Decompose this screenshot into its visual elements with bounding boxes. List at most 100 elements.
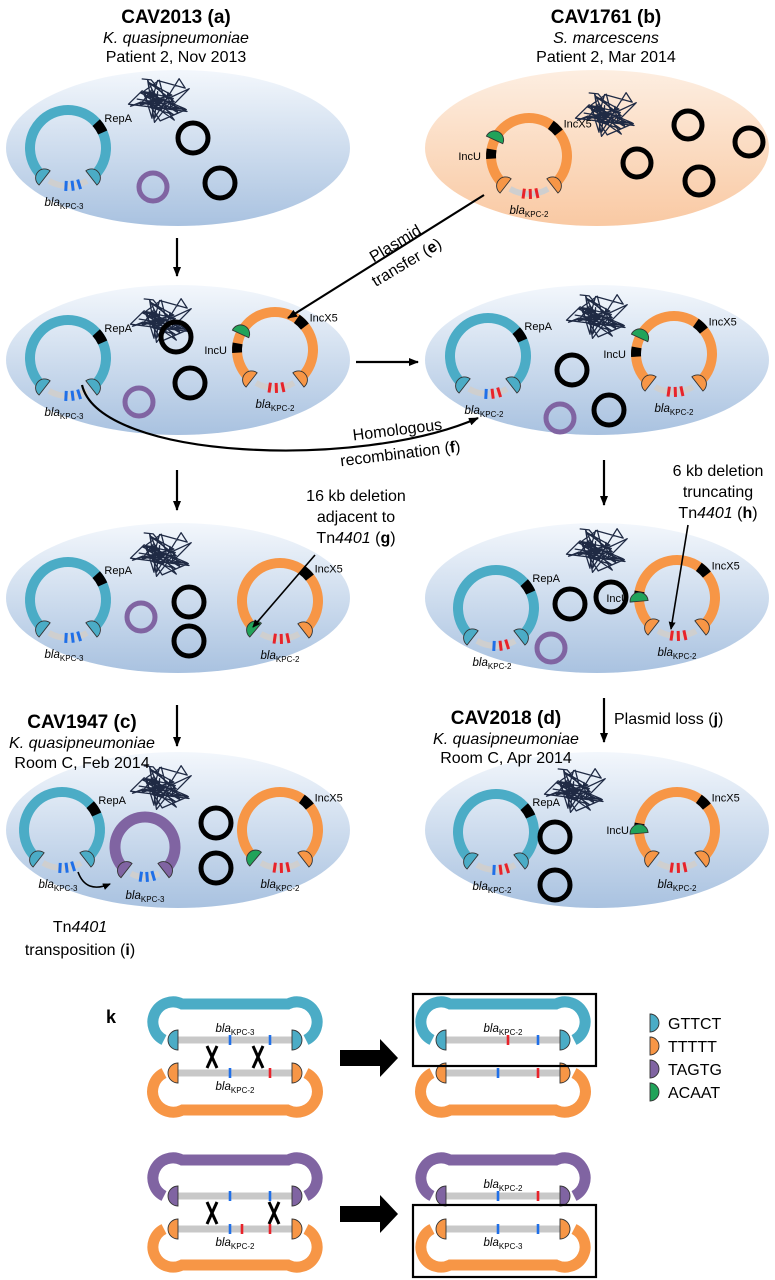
k-bla-kpc2-top-left: blaKPC-2 bbox=[167, 1062, 303, 1095]
k-purple-bottom-left bbox=[147, 1152, 323, 1201]
crossover bbox=[251, 1045, 265, 1069]
bla-label: blaKPC-2 bbox=[473, 881, 512, 895]
crossover bbox=[205, 1201, 219, 1225]
k-bla-kpc2-bottom-right: blaKPC-2 bbox=[435, 1179, 571, 1207]
ttttt-site bbox=[292, 370, 308, 388]
chromosome-row2-left bbox=[129, 298, 192, 344]
ttttt-site bbox=[691, 374, 707, 392]
bla-label: blaKPC-2 bbox=[658, 647, 697, 661]
k-purple-bottom-right bbox=[415, 1152, 591, 1201]
k-bla-kpc2-bottom-left: blaKPC-2 bbox=[167, 1218, 303, 1251]
legend-label: GTTCT bbox=[668, 1016, 722, 1033]
chromosome-b bbox=[574, 92, 637, 138]
site-cap bbox=[435, 1029, 447, 1051]
k-orange-bottom-right bbox=[415, 1224, 591, 1273]
event-h-line3: Tn4401 (h) bbox=[678, 505, 757, 522]
panel-b-title: CAV1761 (b) bbox=[551, 7, 662, 28]
chromosome-row3-left bbox=[129, 532, 192, 578]
bla-label: blaKPC-2 bbox=[465, 405, 504, 419]
small-plasmid bbox=[554, 352, 590, 388]
acaat-site bbox=[485, 130, 505, 145]
bla-label: blaKPC-2 bbox=[655, 403, 694, 417]
site-cap bbox=[167, 1062, 179, 1084]
event-i-label: Tn4401 transposition (i) bbox=[25, 919, 135, 959]
site-cap bbox=[291, 1218, 303, 1240]
small-plasmid bbox=[552, 586, 588, 622]
legend-item: GTTCT bbox=[649, 1013, 722, 1033]
repa-label: RepA bbox=[524, 321, 552, 333]
bla-label: blaKPC-3 bbox=[45, 649, 84, 663]
k-bla-kpc3-bottom-right: blaKPC-3 bbox=[435, 1218, 571, 1251]
small-plasmid bbox=[172, 365, 208, 401]
site-cap bbox=[167, 1185, 179, 1207]
gttct-site bbox=[463, 852, 479, 870]
event-i-line2: transposition (i) bbox=[25, 942, 135, 959]
gttct-site bbox=[85, 168, 101, 186]
site-cap bbox=[167, 1218, 179, 1240]
small-plasmid bbox=[202, 165, 238, 201]
gttct-site bbox=[85, 378, 101, 396]
ttttt-site bbox=[641, 374, 657, 392]
small-plasmid bbox=[171, 623, 207, 659]
gttct-site bbox=[463, 628, 479, 646]
incx5-label: IncX5 bbox=[712, 793, 740, 805]
k-line-bottom-left bbox=[167, 1185, 303, 1207]
chromosome-row3-right bbox=[565, 528, 628, 574]
gttct-site bbox=[35, 378, 51, 396]
small-plasmid bbox=[591, 392, 627, 428]
small-plasmid bbox=[671, 108, 705, 142]
event-h-line2: truncating bbox=[683, 484, 753, 501]
legend-item: ACAAT bbox=[649, 1082, 720, 1102]
small-plasmid-purple bbox=[534, 631, 568, 665]
panel-a-header: CAV2013 (a) K. quasipneumoniae Patient 2… bbox=[103, 7, 249, 66]
bla-label: blaKPC-2 bbox=[256, 399, 295, 413]
event-g-line3: Tn4401 (g) bbox=[316, 530, 395, 547]
incu-label: IncU bbox=[603, 349, 626, 361]
bla-label: blaKPC-2 bbox=[216, 1237, 255, 1251]
k-arrow-top bbox=[340, 1039, 398, 1077]
bla-label: blaKPC-3 bbox=[39, 879, 78, 893]
site-cap bbox=[559, 1029, 571, 1051]
gttct-site bbox=[79, 850, 95, 868]
site-cap bbox=[291, 1185, 303, 1207]
gttct-site bbox=[35, 620, 51, 638]
gttct-site bbox=[513, 852, 529, 870]
small-plasmid bbox=[171, 584, 207, 620]
small-plasmid-purple bbox=[136, 170, 170, 204]
acaat-site bbox=[629, 823, 649, 835]
bla-label: blaKPC-2 bbox=[473, 657, 512, 671]
site-cap bbox=[291, 1029, 303, 1051]
small-plasmid bbox=[537, 819, 573, 855]
gttct-site bbox=[29, 850, 45, 868]
bla-label: blaKPC-2 bbox=[261, 879, 300, 893]
k-arrow-bottom bbox=[340, 1195, 398, 1233]
panel-a-species: K. quasipneumoniae bbox=[103, 30, 249, 47]
k-box-bottom bbox=[411, 1203, 598, 1279]
bla-label: blaKPC-2 bbox=[216, 1081, 255, 1095]
small-plasmid bbox=[158, 319, 194, 355]
event-i-line1: Tn4401 bbox=[53, 919, 107, 936]
panel-c-title: CAV1947 (c) bbox=[27, 712, 136, 733]
small-plasmid bbox=[175, 120, 211, 156]
acaat-site bbox=[630, 328, 650, 343]
small-plasmid bbox=[593, 579, 629, 615]
plasmid-purple-c: blaKPC-3 bbox=[109, 811, 181, 904]
gttct-site bbox=[513, 628, 529, 646]
event-f-label: Homologous recombination (f) bbox=[339, 417, 461, 471]
ttttt-site bbox=[694, 850, 710, 868]
ttttt-site bbox=[644, 618, 660, 636]
tagtg-site bbox=[117, 861, 133, 879]
site-cap bbox=[291, 1062, 303, 1084]
small-plasmid bbox=[198, 805, 234, 841]
repa-label: RepA bbox=[532, 573, 560, 585]
ttttt-site bbox=[297, 850, 313, 868]
k-box-top bbox=[411, 992, 598, 1068]
site-cap bbox=[435, 1218, 447, 1240]
small-plasmid bbox=[732, 125, 766, 159]
ttttt-site bbox=[694, 618, 710, 636]
k-line-top-right bbox=[435, 1062, 571, 1084]
